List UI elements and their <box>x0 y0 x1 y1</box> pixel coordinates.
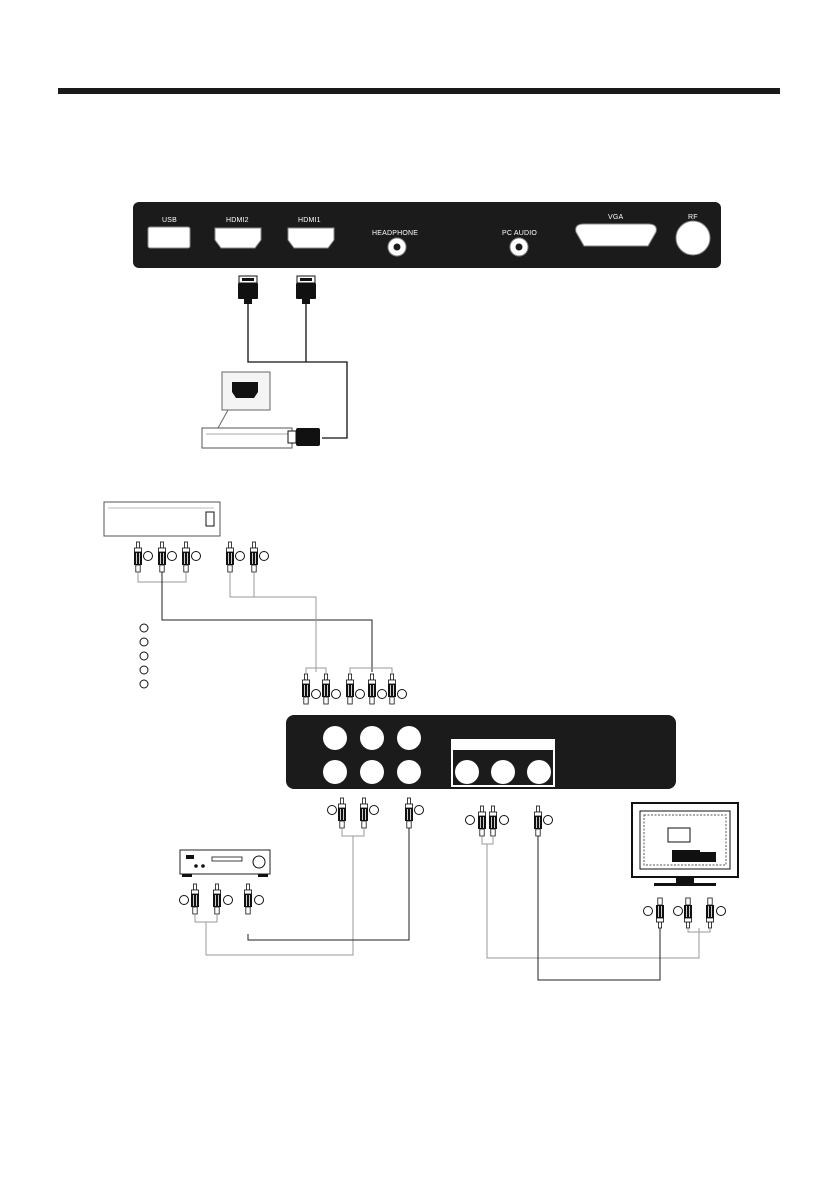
audio-device <box>180 850 270 877</box>
port-label-rf: RF <box>688 214 698 221</box>
hdmi-plug <box>296 276 316 304</box>
tv-back-panel: USB HDMI2 HDMI1 HEADPHONE PC AUDIO VGA R… <box>133 202 721 268</box>
hdmi2-port <box>215 228 261 248</box>
port-label-hdmi1: HDMI1 <box>298 217 321 224</box>
av-connector-panel <box>286 715 676 789</box>
hdmi-source-device <box>202 372 320 448</box>
av-source-plugs <box>134 542 372 672</box>
tv-monitor <box>632 803 738 886</box>
legend-markers <box>140 624 148 688</box>
hdmi-cables <box>238 276 347 438</box>
tv-plugs <box>644 898 726 932</box>
av-panel-audio-plugs <box>206 798 424 955</box>
header-rule <box>58 88 780 94</box>
av-source-device <box>104 502 220 536</box>
audio-device-plugs <box>180 884 264 934</box>
port-label-pc-audio: PC AUDIO <box>502 230 537 237</box>
vga-port <box>576 224 657 246</box>
hdmi1-port <box>288 228 334 248</box>
port-label-hdmi2: HDMI2 <box>226 217 249 224</box>
port-label-usb: USB <box>162 217 177 224</box>
port-label-headphone: HEADPHONE <box>372 230 418 237</box>
port-label-vga: VGA <box>608 214 624 221</box>
av-panel-input-plugs <box>302 668 407 704</box>
rf-port <box>676 221 710 255</box>
hdmi-plug <box>238 276 258 304</box>
usb-port <box>148 227 190 248</box>
